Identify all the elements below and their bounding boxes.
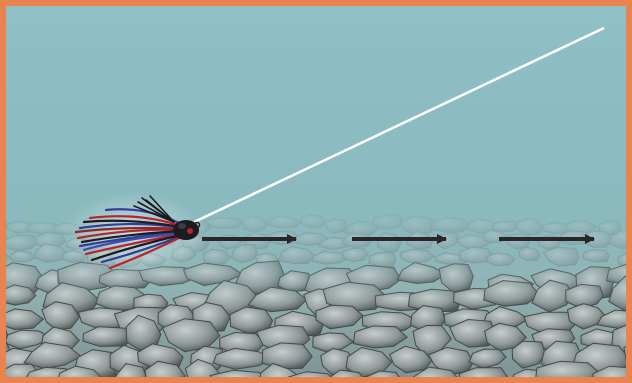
rock [262,343,312,369]
scene-svg [6,6,626,377]
fishing-jig-lure [62,192,206,276]
underwater-scene [6,6,626,377]
